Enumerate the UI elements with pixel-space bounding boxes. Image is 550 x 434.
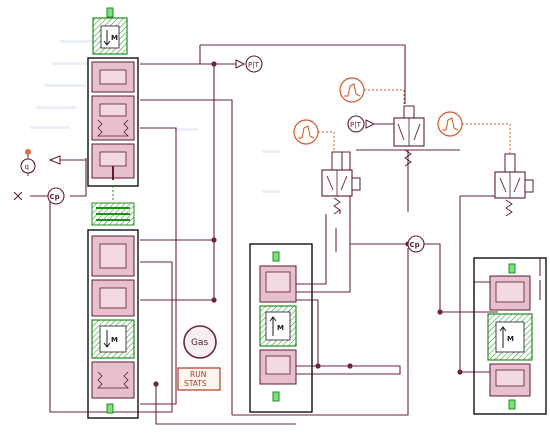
gas-button-label: Gas bbox=[191, 338, 208, 348]
signal-generator-center bbox=[339, 77, 405, 106]
cp-sensor-left: Cp bbox=[13, 187, 65, 205]
valve-center-top bbox=[393, 105, 425, 167]
motor-label-lower: M bbox=[111, 336, 118, 344]
run-stats-line1: RUN bbox=[190, 370, 206, 379]
run-stats-button[interactable]: RUN STATS bbox=[177, 367, 221, 391]
valve-left bbox=[321, 151, 361, 215]
signal-generator-left bbox=[293, 119, 335, 152]
motor-label-middle: M bbox=[277, 324, 284, 332]
cp-label-left: Cp bbox=[50, 193, 60, 201]
flow-sensor-label: q bbox=[25, 163, 29, 171]
flow-sensor-q: q bbox=[20, 149, 36, 176]
cp-sensor-center: Cp bbox=[407, 235, 425, 253]
pt-sensor-middle: P|T bbox=[347, 115, 394, 133]
pt-label-top: P|T bbox=[248, 61, 260, 69]
background-ghost-text bbox=[30, 40, 280, 193]
arrow-left-outlet bbox=[48, 155, 61, 165]
line-junctions bbox=[153, 61, 463, 387]
middle-stack: M bbox=[249, 243, 313, 413]
motor-label: M bbox=[111, 34, 118, 42]
left-upper-stack: M bbox=[87, 7, 139, 200]
motor-label-right: M bbox=[507, 335, 514, 343]
right-stack: M bbox=[473, 257, 547, 415]
valve-right bbox=[494, 153, 534, 217]
cp-label-center: Cp bbox=[410, 241, 420, 249]
run-stats-line2: STATS bbox=[184, 379, 207, 388]
pt-label-middle: P|T bbox=[350, 121, 362, 129]
coupling-spring bbox=[91, 202, 135, 226]
pt-sensor-top: P|T bbox=[235, 55, 263, 73]
left-lower-stack: M bbox=[87, 229, 139, 419]
gas-button[interactable]: Gas bbox=[183, 325, 217, 359]
signal-generator-right bbox=[437, 111, 511, 154]
